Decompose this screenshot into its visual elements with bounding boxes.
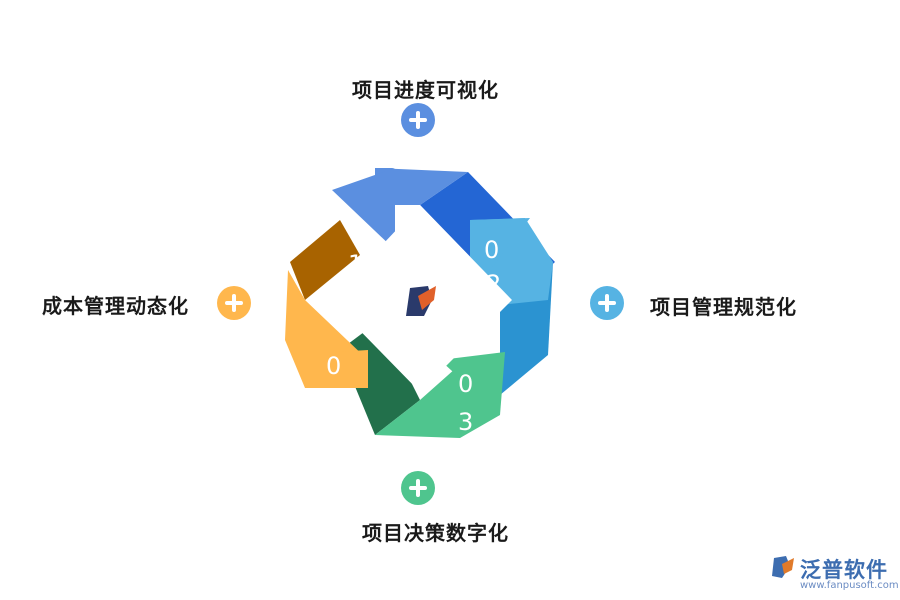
brand-watermark: 泛普软件 www.fanpusoft.com xyxy=(770,552,899,596)
number-right: 0 xyxy=(484,236,499,264)
label-top: 项目进度可视化 xyxy=(352,78,499,102)
segment-left-arrow xyxy=(305,350,368,385)
segment-left-shadow xyxy=(290,220,360,300)
label-bottom: 项目决策数字化 xyxy=(362,521,509,545)
segment-top-arrow xyxy=(332,168,395,250)
segment-bottom-shadow xyxy=(340,320,420,435)
plus-icon-bottom[interactable] xyxy=(401,471,435,505)
number-left: 0 xyxy=(326,352,341,380)
segment-top-band xyxy=(375,168,468,205)
label-right: 项目管理规范化 xyxy=(650,295,797,319)
brand-logo-icon xyxy=(772,556,794,578)
number-top: 0 xyxy=(346,214,361,242)
number-right-2: 2 xyxy=(486,270,501,298)
brand-name: 泛普软件 xyxy=(800,558,888,582)
number-top-2: 1 xyxy=(348,250,363,278)
number-bottom: 0 xyxy=(458,370,473,398)
plus-icon-top[interactable] xyxy=(401,103,435,137)
plus-icon-right[interactable] xyxy=(590,286,624,320)
segment-bottom-arrow xyxy=(440,352,505,415)
number-left-2: 4 xyxy=(328,386,343,414)
segment-right-arrow xyxy=(470,218,530,275)
label-left: 成本管理动态化 xyxy=(42,294,189,318)
plus-icon-left[interactable] xyxy=(217,286,251,320)
center-logo-icon xyxy=(406,286,436,316)
brand-url: www.fanpusoft.com xyxy=(800,580,899,591)
number-bottom-2: 3 xyxy=(458,408,473,436)
